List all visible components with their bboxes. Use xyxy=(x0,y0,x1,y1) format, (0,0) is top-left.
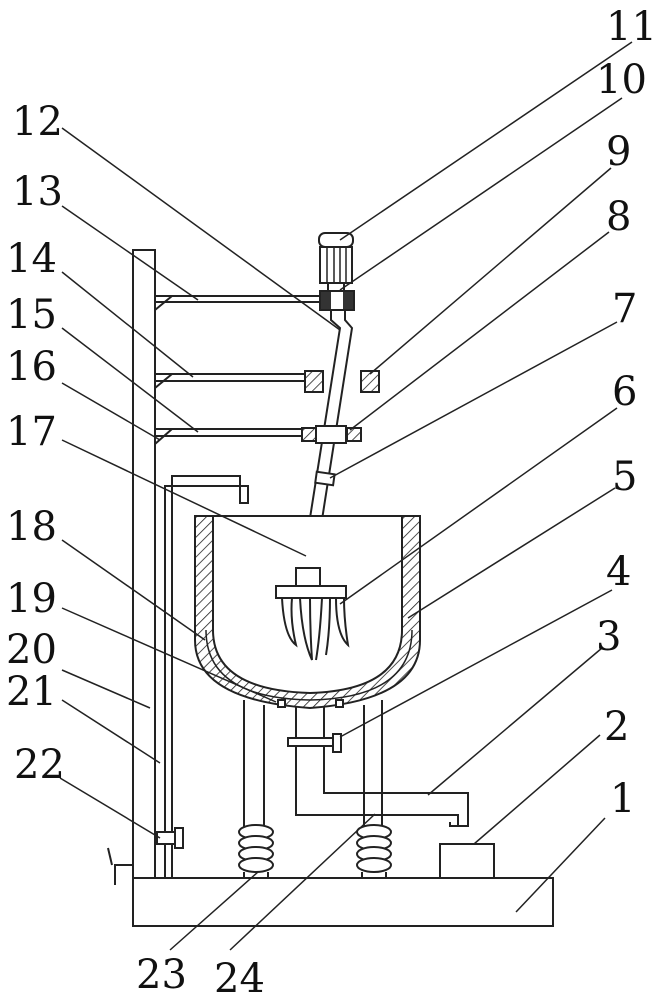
label-1: 1 xyxy=(610,776,635,822)
sensor-right xyxy=(336,700,343,707)
label-14: 14 xyxy=(6,236,57,282)
shaft-collar xyxy=(315,472,334,485)
support-leg-left xyxy=(244,700,264,830)
label-22: 22 xyxy=(14,742,65,788)
label-8: 8 xyxy=(606,194,631,240)
bearing-block-lower xyxy=(302,428,316,441)
label-18: 18 xyxy=(6,504,57,550)
arm-middle xyxy=(155,374,310,388)
label-11: 11 xyxy=(606,4,657,50)
label-6: 6 xyxy=(612,369,637,415)
label-9: 9 xyxy=(606,129,631,175)
label-4: 4 xyxy=(606,549,631,595)
base-plate xyxy=(133,878,553,926)
sensor-left xyxy=(278,700,285,707)
label-2: 2 xyxy=(604,704,629,750)
discharge-valve xyxy=(288,738,334,746)
motor-body xyxy=(320,247,352,283)
label-12: 12 xyxy=(12,99,63,145)
drain-outlet xyxy=(108,848,133,885)
label-10: 10 xyxy=(596,57,647,103)
control-box xyxy=(440,844,494,878)
label-3: 3 xyxy=(596,614,621,660)
label-17: 17 xyxy=(6,409,57,455)
label-20: 20 xyxy=(6,627,57,673)
label-5: 5 xyxy=(612,454,637,500)
label-7: 7 xyxy=(612,286,637,332)
label-19: 19 xyxy=(6,576,57,622)
label-16: 16 xyxy=(6,344,57,390)
arm-lower xyxy=(155,429,310,444)
spring-right xyxy=(357,825,391,878)
bearing-block-upper xyxy=(305,371,323,392)
label-21: 21 xyxy=(6,669,57,715)
spring-left xyxy=(239,825,273,878)
stirring-hub xyxy=(296,568,320,586)
label-15: 15 xyxy=(6,292,57,338)
pipe-valve-handle xyxy=(175,828,183,848)
label-23: 23 xyxy=(136,952,187,998)
bearing-block-upper-b xyxy=(361,371,379,392)
kettle-inner-cavity xyxy=(213,516,402,693)
label-13: 13 xyxy=(12,169,63,215)
label-24: 24 xyxy=(214,956,265,1000)
bearing-block-lower-b xyxy=(347,428,361,441)
stirring-crossbar xyxy=(276,586,346,598)
